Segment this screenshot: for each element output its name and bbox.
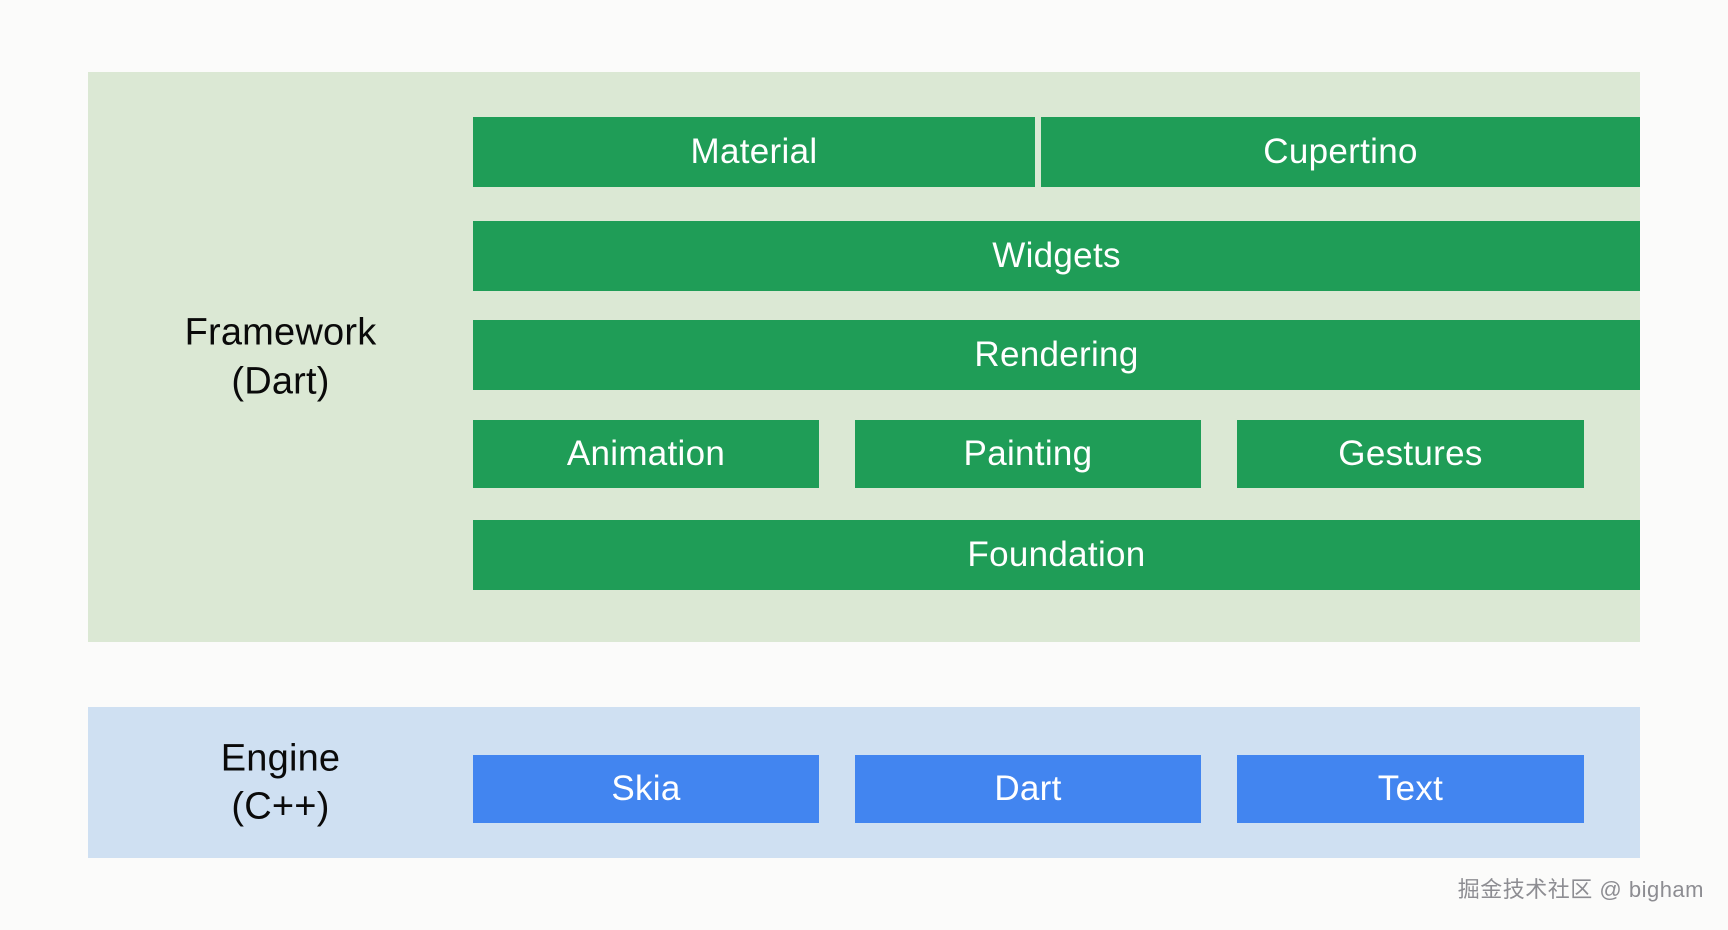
row-animation-painting-gestures: Animation Painting Gestures [473,420,1640,488]
framework-rows: Material Cupertino Widgets Rendering Ani… [473,72,1640,642]
engine-rows: Skia Dart Text [473,707,1640,858]
framework-layer-panel: Framework (Dart) Material Cupertino Widg… [88,72,1640,642]
box-foundation[interactable]: Foundation [473,520,1640,590]
row-rendering: Rendering [473,320,1640,390]
box-rendering[interactable]: Rendering [473,320,1640,390]
box-skia[interactable]: Skia [473,755,819,823]
row-gap [819,755,855,823]
framework-layer-label: Framework (Dart) [184,311,377,402]
box-dart[interactable]: Dart [855,755,1201,823]
box-material[interactable]: Material [473,117,1035,187]
engine-layer-panel: Engine (C++) Skia Dart Text [88,707,1640,858]
box-text[interactable]: Text [1237,755,1584,823]
row-gap [1201,755,1237,823]
box-gestures[interactable]: Gestures [1237,420,1584,488]
box-painting[interactable]: Painting [855,420,1201,488]
watermark-credit: 掘金技术社区 @ bigham [1457,877,1704,902]
row-material-cupertino: Material Cupertino [473,117,1640,187]
box-widgets[interactable]: Widgets [473,221,1640,291]
row-skia-dart-text: Skia Dart Text [473,755,1640,823]
row-widgets: Widgets [473,221,1640,291]
row-gap [819,420,855,488]
row-gap [1201,420,1237,488]
box-animation[interactable]: Animation [473,420,819,488]
row-foundation: Foundation [473,520,1640,590]
box-cupertino[interactable]: Cupertino [1041,117,1640,187]
engine-layer-label: Engine (C++) [220,736,341,828]
